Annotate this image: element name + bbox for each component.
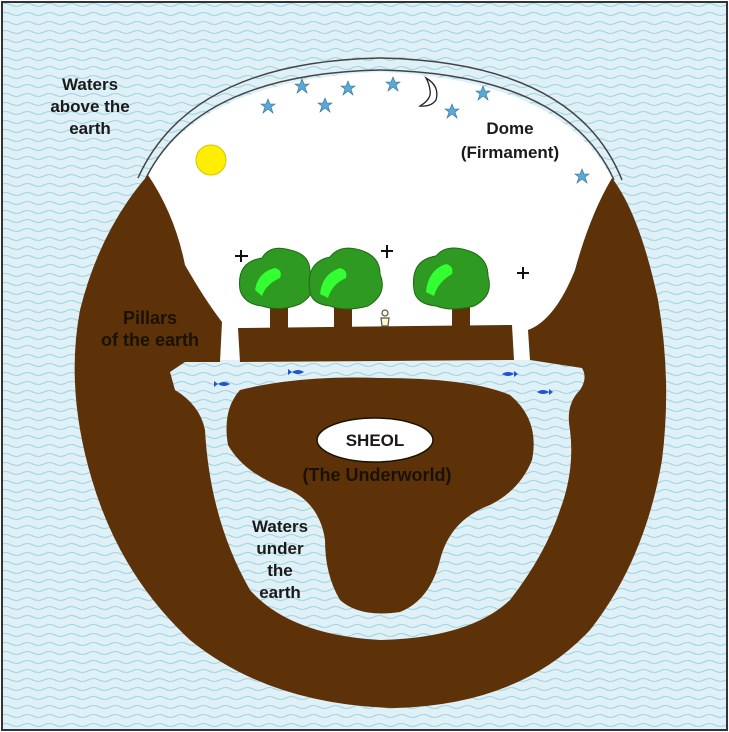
star-icon	[574, 168, 590, 184]
label-waters-under-3: the	[267, 561, 293, 580]
label-waters-under-4: earth	[259, 583, 301, 602]
sun-icon	[195, 144, 227, 176]
label-waters-under-1: Waters	[252, 517, 308, 536]
fish-icon	[288, 369, 304, 375]
star-icon	[317, 97, 333, 113]
tree-icon	[412, 247, 490, 328]
bird-icon	[381, 245, 393, 258]
birds	[235, 245, 529, 279]
star-icon	[294, 78, 310, 94]
earth-outer-ring	[74, 175, 667, 708]
dome-arc-inner	[145, 69, 615, 181]
tree-icon	[308, 247, 383, 328]
label-dome-1: Dome	[486, 119, 533, 138]
label-waters-above-2: above the	[50, 97, 129, 116]
star-icon	[385, 76, 401, 92]
label-pillars-2: of the earth	[101, 330, 199, 350]
fish-icon	[214, 381, 230, 387]
moon-icon	[417, 76, 438, 107]
stars	[260, 76, 590, 184]
label-pillars-1: Pillars	[123, 308, 177, 328]
fish-icon	[537, 389, 553, 395]
label-waters-under-2: under	[256, 539, 304, 558]
label-dome-2: (Firmament)	[461, 143, 559, 162]
star-icon	[475, 85, 491, 101]
bird-icon	[517, 267, 529, 279]
dome-arc-outer	[137, 57, 623, 181]
sheol-oval	[316, 417, 434, 463]
tree-icon	[238, 247, 314, 328]
label-waters-above-3: earth	[69, 119, 111, 138]
earth-plate	[238, 325, 514, 362]
star-icon	[340, 80, 356, 96]
label-underworld: (The Underworld)	[303, 465, 452, 485]
star-icon	[260, 98, 276, 114]
fish	[214, 369, 553, 395]
star-icon	[444, 103, 460, 119]
sheol-mass	[226, 377, 534, 614]
bird-icon	[235, 250, 248, 262]
fish-icon	[502, 371, 518, 377]
label-sheol: SHEOL	[346, 431, 405, 450]
person-icon	[380, 309, 390, 327]
label-waters-above-1: Waters	[62, 75, 118, 94]
